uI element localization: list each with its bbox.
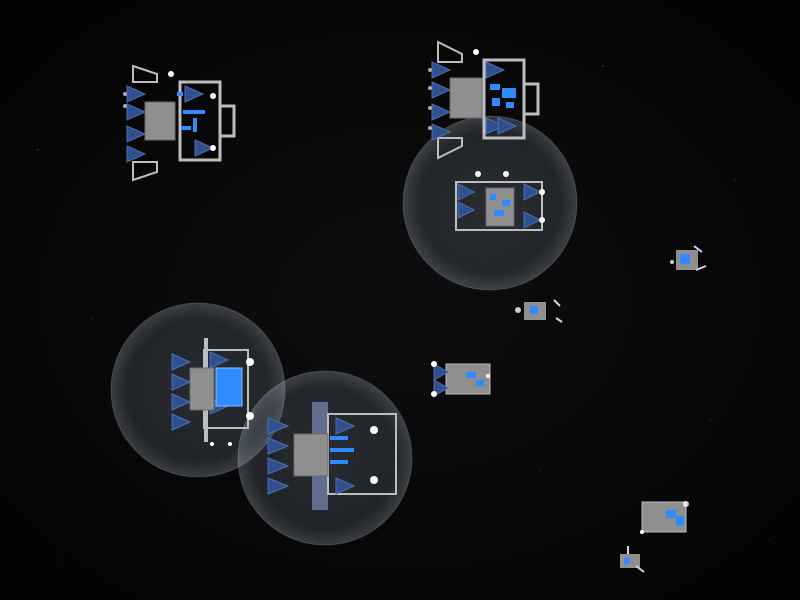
ship-cruiser-shielded-left[interactable]	[171, 338, 254, 446]
ship-fighter-bottom-right[interactable]	[620, 546, 645, 573]
ship-battleship-shielded-bottom[interactable]	[267, 402, 397, 510]
ship-battleship-top-center[interactable]	[428, 40, 540, 160]
ship-frigate-middle[interactable]	[431, 361, 491, 397]
ship-cruiser-shielded-center[interactable]	[455, 171, 545, 231]
ship-fighter-right[interactable]	[670, 245, 707, 271]
ship-frigate-bottom-right[interactable]	[640, 501, 689, 534]
shield-bubbles	[110, 115, 578, 546]
ship-fighter-center[interactable]	[515, 299, 563, 323]
ship-battleship-top-left[interactable]	[123, 64, 236, 182]
starfield	[37, 65, 771, 561]
